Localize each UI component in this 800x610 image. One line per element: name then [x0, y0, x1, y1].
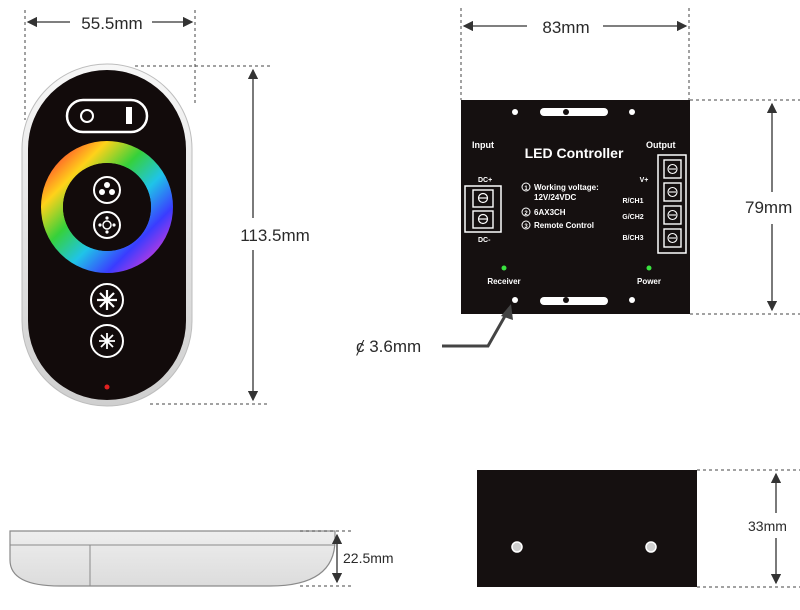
mode-button[interactable] [93, 176, 121, 204]
remote-width-label: 55.5mm [81, 14, 142, 33]
svg-text:2: 2 [524, 211, 528, 217]
remote-front-view: 55.5mm 113.5mm [21, 10, 310, 407]
power-off-icon [80, 109, 94, 123]
side-screw [645, 541, 657, 553]
output-terminals [663, 159, 682, 248]
side-screw [511, 541, 523, 553]
receiver-led [501, 265, 507, 271]
spec-current: 6AX3CH [534, 208, 566, 217]
controller-board [461, 100, 690, 314]
power-led [646, 265, 652, 271]
spec-voltage-value: 12V/24VDC [534, 193, 576, 202]
output-label: Output [646, 140, 676, 150]
terminal-v-label: V+ [640, 177, 649, 184]
controller-side-view: 33mm [477, 469, 800, 588]
hole-diameter-label: ȼ 3.6mm [356, 337, 421, 356]
speed-button[interactable] [93, 211, 121, 239]
mount-hole [512, 109, 518, 115]
controller-title: LED Controller [525, 145, 624, 161]
controller-width-label: 83mm [542, 18, 589, 37]
dc-plus-label: DC+ [478, 177, 492, 184]
terminal-r-label: R/CH1 [622, 198, 643, 205]
dc-minus-label: DC- [478, 237, 491, 244]
svg-text:1: 1 [524, 186, 528, 192]
mount-hole [629, 297, 635, 303]
brightness-up-button[interactable] [90, 283, 124, 317]
brightness-down-button[interactable] [90, 324, 124, 358]
svg-text:3: 3 [524, 224, 528, 230]
spec-working-voltage: Working voltage: [534, 183, 599, 192]
controller-height-label: 79mm [745, 198, 792, 217]
input-label: Input [472, 140, 494, 150]
terminal-b-label: B/CH3 [622, 235, 643, 242]
terminal-g-label: G/CH2 [622, 214, 644, 221]
controller-depth-label: 33mm [748, 518, 787, 534]
receiver-label: Receiver [487, 277, 520, 286]
color-wheel[interactable] [41, 141, 173, 273]
remote-side-view: 22.5mm [9, 530, 394, 587]
mount-hole [629, 109, 635, 115]
indicator-led [104, 384, 110, 390]
power-on-icon [126, 107, 132, 124]
controller-side-body [477, 470, 697, 587]
remote-thickness-label: 22.5mm [343, 550, 394, 566]
controller-top-view: 83mm 79mm LED Controller Input DC+ DC- [356, 8, 800, 356]
power-switch[interactable] [65, 98, 149, 134]
mount-hole [512, 297, 518, 303]
spec-remote: Remote Control [534, 221, 594, 230]
power-label: Power [637, 277, 661, 286]
remote-height-label: 113.5mm [240, 226, 310, 245]
